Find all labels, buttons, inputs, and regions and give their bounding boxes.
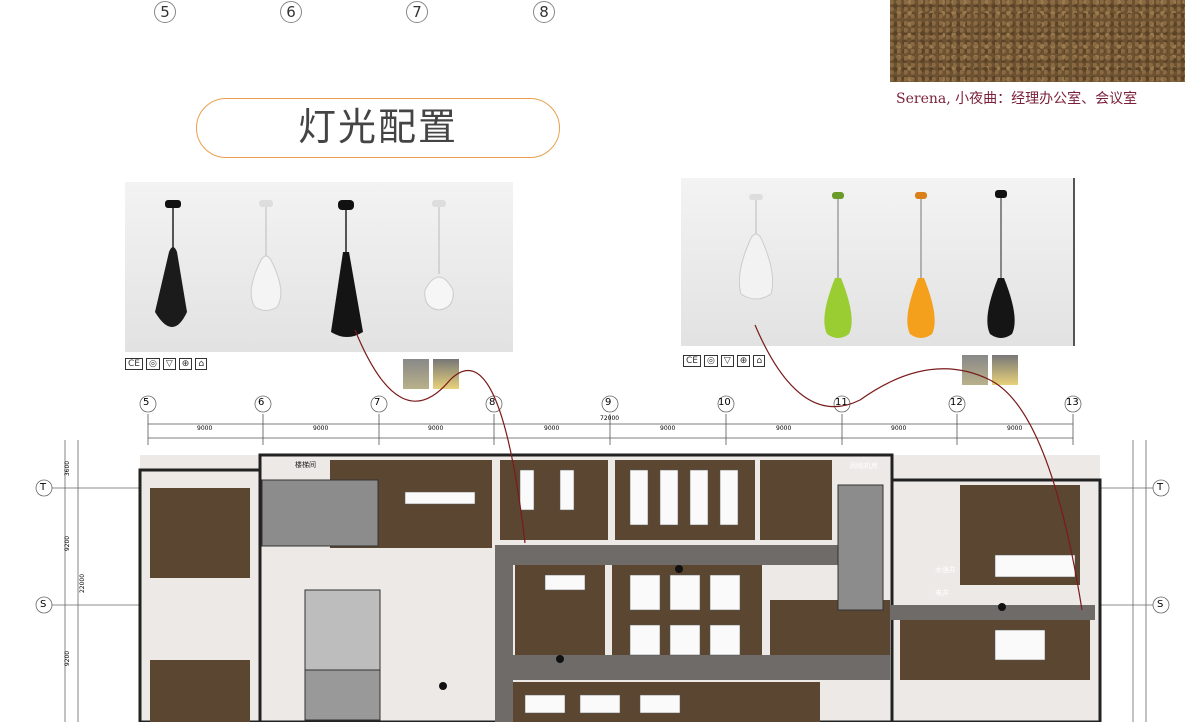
total-dim: 72000 [600, 415, 620, 422]
ground-mark: ⊕ [178, 358, 193, 370]
left-dim-2: 9200 [64, 535, 72, 552]
ccc-mark-2: ◎ [703, 355, 718, 367]
col-label-7: 7 [374, 397, 381, 408]
dim-3: 9000 [428, 425, 444, 432]
col-label-8: 8 [489, 397, 496, 408]
grid-label-6: 6 [280, 1, 302, 23]
house-mark: ⌂ [195, 358, 208, 370]
room-stair: 楼梯间 [295, 461, 316, 469]
beam-thumb-1 [403, 359, 429, 389]
col-label-13: 13 [1066, 397, 1079, 408]
col-label-9: 9 [605, 397, 612, 408]
ground-mark-2: ⊕ [736, 355, 751, 367]
swatch-caption: Serena, 小夜曲：经理办公室、会议室 [896, 91, 1138, 107]
dim-4: 9000 [544, 425, 560, 432]
grid-label-5: 5 [154, 1, 176, 23]
carpet-swatch [890, 0, 1185, 82]
beam-thumb-4 [992, 355, 1018, 385]
room-network: 网络机房 [850, 462, 878, 470]
cert-marks-1: CE ◎ ▽ ⊕ ⌂ [125, 358, 208, 370]
pendant-lamps-set-1 [155, 200, 454, 337]
row-label-s: S [40, 599, 47, 610]
room-elec: 电井 [935, 589, 949, 597]
row-label-t-right: T [1157, 482, 1164, 493]
dim-5: 9000 [660, 425, 676, 432]
row-label-t: T [40, 482, 47, 493]
ce-mark: CE [125, 358, 143, 370]
v-mark: ▽ [162, 358, 176, 370]
dim-6: 9000 [776, 425, 792, 432]
ccc-mark: ◎ [145, 358, 160, 370]
room-water: 水强井 [935, 566, 956, 574]
left-dim-1: 3600 [64, 460, 72, 477]
col-label-11: 11 [835, 397, 848, 408]
dim-7: 9000 [891, 425, 907, 432]
dim-1: 9000 [197, 425, 213, 432]
col-label-12: 12 [950, 397, 963, 408]
left-dim-4: 9200 [64, 650, 72, 667]
section-title: 灯光配置 [196, 98, 560, 158]
house-mark-2: ⌂ [753, 355, 766, 367]
ce-mark-2: CE [683, 355, 701, 367]
col-label-5: 5 [143, 397, 150, 408]
grid-label-8: 8 [533, 1, 555, 23]
lamp-photo-2 [681, 178, 1075, 346]
grid-label-7: 7 [406, 1, 428, 23]
col-label-6: 6 [258, 397, 265, 408]
v-mark-2: ▽ [720, 355, 734, 367]
pendant-lamps-set-2 [738, 190, 1015, 338]
dim-8: 9000 [1007, 425, 1023, 432]
cert-marks-2: CE ◎ ▽ ⊕ ⌂ [683, 355, 766, 367]
lamp-photo-1 [125, 182, 513, 352]
left-dim-3: 22000 [79, 573, 87, 594]
col-label-10: 10 [718, 397, 731, 408]
beam-thumb-3 [962, 355, 988, 385]
row-label-s-right: S [1157, 599, 1164, 610]
dim-2: 9000 [313, 425, 329, 432]
